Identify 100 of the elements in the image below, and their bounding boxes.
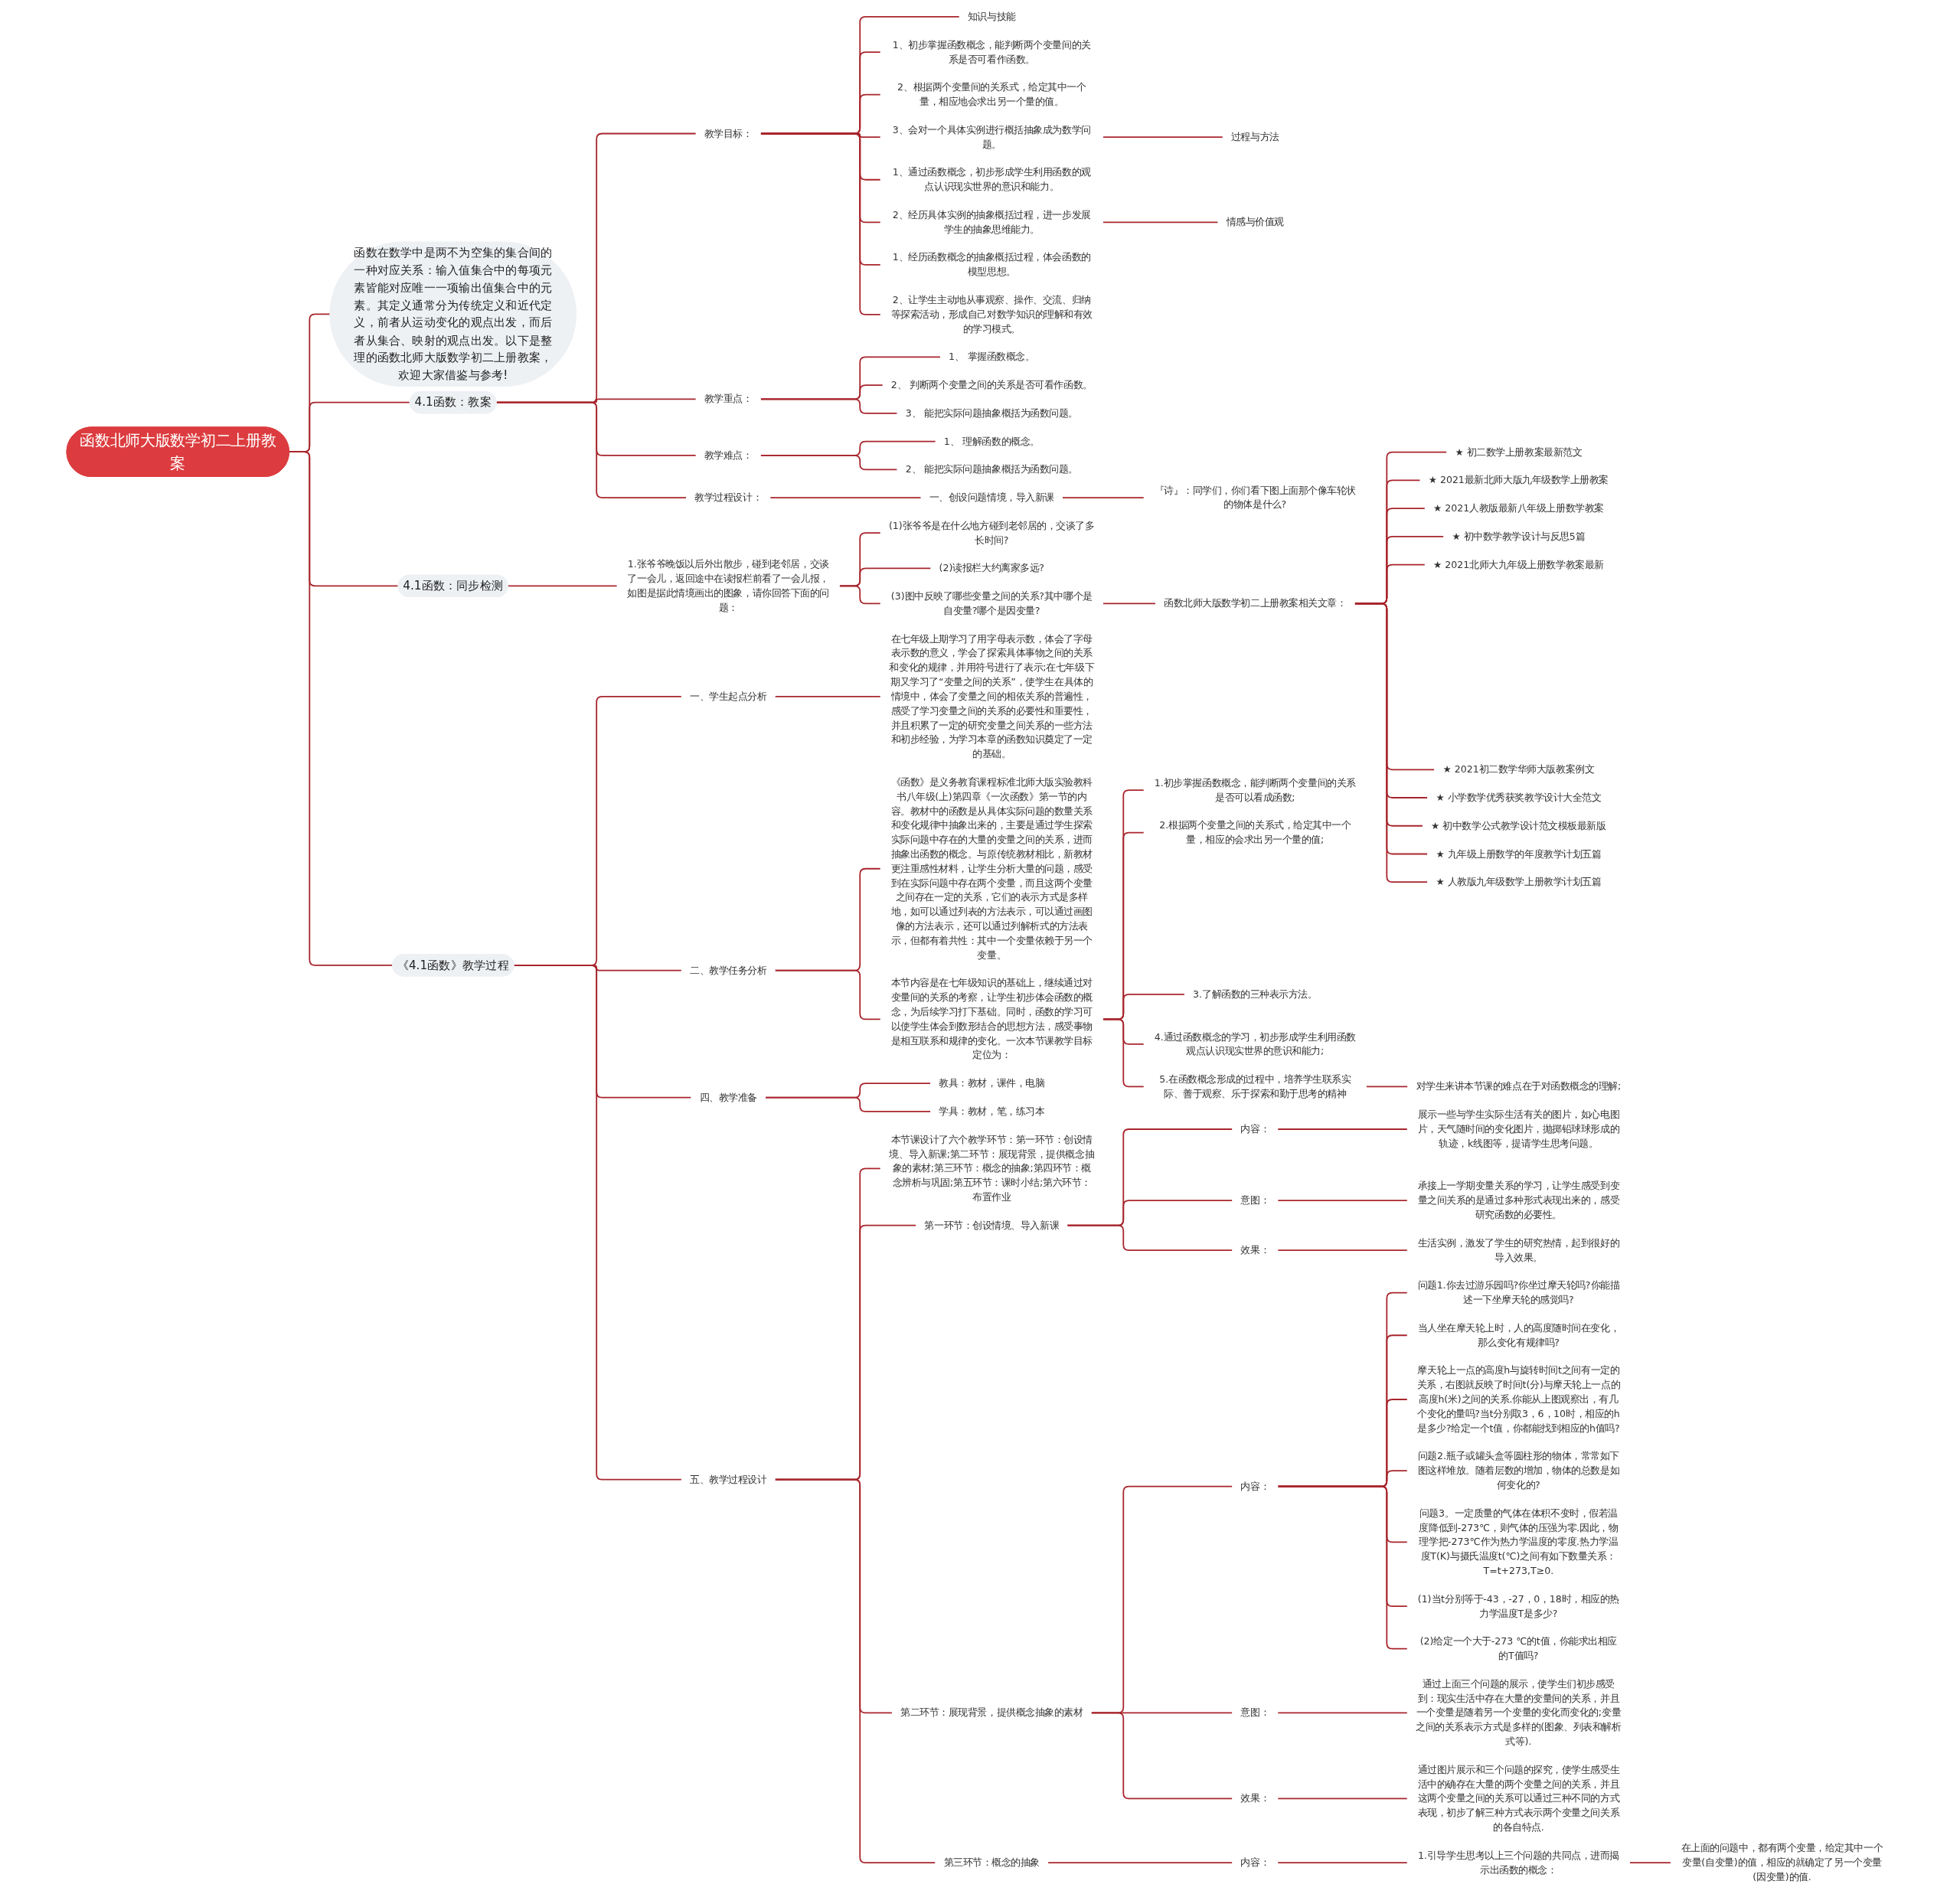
connector (774, 695, 882, 697)
connector (1102, 1018, 1145, 1088)
connector (1090, 1712, 1233, 1800)
connector (1628, 1862, 1672, 1864)
node-text: 3、会对一个具体实例进行概括抽象成为数学问题。 (892, 124, 1091, 150)
connector (764, 1096, 932, 1112)
connector (1102, 602, 1157, 605)
connector (760, 455, 898, 471)
node-text: ★ 初二数学上册教案最新范文 (1455, 446, 1583, 458)
node-text: 过程与方法 (1231, 131, 1279, 142)
node-text: 教学目标： (704, 127, 753, 139)
connector (1102, 136, 1224, 139)
connector (774, 1478, 936, 1864)
node-text: 效果： (1240, 1792, 1270, 1804)
node-text: 1.张爷爷晚饭以后外出散步，碰到老邻居，交谈了一会儿，返回途中在读报栏前看了一会儿报，如图是据此情境画出的图象，请你回答下面的问题： (627, 558, 830, 613)
connector (1102, 221, 1219, 224)
node-text: 教具：教材，课件，电脑 (939, 1077, 1045, 1089)
node-text: 1、通过函数概念，初步形成学生利用函数的观点认识现实世界的意识和能力。 (892, 166, 1091, 192)
node-text: 展示一些与学生实际生活有关的图片，如心电图片，天气随时间的变化图片，抛掷铅球球形成的轨迹，k线图等，提请学生思考问题。 (1417, 1109, 1620, 1149)
node-text: 5.在函数概念形成的过程中，培养学生联系实际、善于观察、乐于探索和勤于思考的精神 (1159, 1073, 1351, 1099)
node-text: 内容： (1240, 1123, 1270, 1135)
node-text: 意图： (1240, 1706, 1270, 1719)
connector (838, 585, 882, 605)
node-text: 3、 能把实际问题抽象概括为函数问题。 (905, 407, 1078, 419)
node-text: 4.通过函数概念的学习，初步形成学生利用函数观点认识现实世界的意识和能力; (1155, 1030, 1356, 1057)
node-text: 五、教学过程设计 (690, 1474, 767, 1485)
node-text: 对学生来讲本节课的难点在于对函数概念的理解; (1416, 1080, 1622, 1092)
node-text: 内容： (1240, 1856, 1270, 1868)
node-text: 1、经历函数概念的抽象概括过程，体会函数的模型思想。 (892, 251, 1091, 277)
connector (774, 969, 882, 1020)
node-text: 3.了解函数的三种表示方法。 (1193, 988, 1318, 1000)
connector (1277, 1249, 1409, 1252)
connector (1277, 1485, 1409, 1650)
node-text: ★ 初中数学教学设计与反思5篇 (1452, 531, 1586, 542)
node-text: (1)当t分别等于-43，-27，0，18时，相应的热力学温度T是多少? (1417, 1593, 1620, 1619)
node-text: 内容： (1240, 1481, 1270, 1492)
connector (513, 964, 683, 1481)
connector (1047, 1862, 1233, 1864)
node-text: 一、学生起点分析 (690, 691, 767, 702)
node-text: 问题3。一定质量的气体在体积不变时，假若温度降低到-273℃，则气体的压强为零.因此，物理学把-273℃作为热力学温度的零度.热力学温度T(K)与摄氏温度t(℃)之间有如下数量关系：T=t+273,T≥0. (1419, 1507, 1619, 1576)
node-text: 2、让学生主动地从事观察、操作、交流、归纳等探索活动，形成自己对数学知识的理解和有效的学习模式。 (890, 294, 1093, 335)
node-text: 本节课设计了六个教学环节：第一环节：创设情境、导入新课;第二环节：展现背景，提供概念抽象的素材;第三环节：概念的抽象;第四环节：概念辨析与巩固;第五环节：课时小结;第六环节：布置作业 (889, 1134, 1095, 1203)
connector (1277, 1128, 1409, 1130)
node-text: (2)读报栏大约离家多远? (939, 562, 1045, 574)
node-text: 本节内容是在七年级知识的基础上，继续通过对变量间的关系的考察，让学生初步体会函数的概念，为后续学习打下基础。同时，函数的学习可以使学生体会到数形结合的思想方法，感受事物是相互联系和规律的变化。一次本节课教学目标定位为： (890, 977, 1093, 1061)
node-text: 通过上面三个问题的展示，使学生们初步感受到：现实生活中存在大量的变量间的关系，并且一个变量是随着另一个变量的变化而变化的;变量之间的关系表示方式是多样的(图象、列表和解析式等). (1416, 1678, 1622, 1747)
node-text: 通过图片展示和三个问题的探究，使学生感受生活中的确存在大量的两个变量之间的关系，并且这两个变量之间的关系可以通过三种不同的方式表现，初步了解三种方式表示两个变量之间关系的各自特点. (1417, 1764, 1620, 1833)
node-text: 问题2.瓶子或罐头盒等圆柱形的物体，常常如下图这样堆放。随着层数的增加，物体的总数是如何变化的? (1417, 1450, 1620, 1491)
node-text: 1.初步掌握函数概念，能判断两个变量间的关系是否可以看成函数; (1155, 777, 1356, 803)
node-text: 情感与价值观 (1226, 216, 1285, 228)
node-text: ★ 2021人教版最新八年级上册数学教案 (1433, 502, 1604, 514)
node-text: 一、创设问题情境，导入新课 (929, 491, 1054, 503)
node-text: 《函数》是义务教育课程标准北师大版实验教科书八年级(上)第四章《一次函数》第一节的内容。教材中的函数是从具体实际问题的数量关系和变化规律中抽象出来的，主要是通过学生探索实际问题中存在的大量的变量之间的关系，进而抽象出函数的概念。与原传统教材相比，新教材更注重感性材料，让学生分析大量的问题，感受到在实际问题中存在两个变量，而且这两个变量之间存在一定的关系，它们的表示方式是多样地，如可以通过列表的方法表示，可以通过画图像的方法表示，还可以通过列解析式的方法表示，但都有着共性：其中一个变量依赖于另一个变量。 (890, 776, 1093, 961)
node-text: 教学重点： (704, 393, 753, 405)
node-text: 二、教学任务分析 (690, 965, 767, 976)
node-text: 2.根据两个变量之间的关系式，给定其中一个量，相应的会求出另一个量的值; (1159, 819, 1351, 845)
connector (760, 398, 898, 414)
node-text: ★ 2021北师大九年级上册数学教案最新 (1433, 558, 1604, 570)
node-text: ★ 小学数学优秀获奖教学设计大全范文 (1436, 792, 1602, 803)
connector (1277, 1200, 1409, 1202)
connector (495, 401, 688, 498)
node-text: 承接上一学期变量关系的学习，让学生感受到变量之间关系的是通过多种形式表现出来的，感受研究函数的必要性。 (1417, 1180, 1620, 1220)
node-text: 2、经历具体实例的抽象概括过程，进一步发展学生的抽象思维能力。 (892, 209, 1091, 235)
node-text: 第二环节：展现背景，提供概念抽象的素材 (900, 1706, 1083, 1719)
node-text: 在上面的问题中，都有两个变量，给定其中一个变量(自变量)的值，相应的就确定了另一个变量(因变量)的值. (1681, 1842, 1883, 1883)
node-text: 摩天轮上一点的高度h与旋转时间t之间有一定的关系，右图就反映了时间t(分)与摩天轮上一点的高度h(米)之间的关系.你能从上图观察出，有几个变化的量吗?当t分别取3，6，10时，相应的h是多少?给定一个t值，你都能找到相应的h值吗? (1416, 1364, 1621, 1434)
connector (1061, 497, 1145, 498)
node-text: 问题1.你去过游乐园吗?你坐过摩天轮吗?你能描述一下坐摩天轮的感觉吗? (1417, 1279, 1620, 1305)
node-text: ★ 2021初二数学华师大版教案例文 (1442, 763, 1595, 775)
connector (760, 132, 882, 315)
node-text: 效果： (1240, 1244, 1270, 1256)
node-text: 2、根据两个变量间的关系式，给定其中一个量，相应地会求出另一个量的值。 (897, 81, 1086, 107)
connector (769, 497, 922, 498)
node-text: (1)张爷爷是在什么地方碰到老邻居的，交谈了多长时间? (889, 520, 1095, 546)
connector (1277, 1862, 1409, 1864)
node-text: 1、 掌握函数概念。 (949, 351, 1035, 363)
node-text: 四、教学准备 (699, 1091, 757, 1103)
node-text: 『诗』：同学们，你们看下图上面那个像车轮状的物体是什么? (1154, 485, 1357, 511)
node-text: 函数北师大版数学初二上册教案相关文章： (1164, 597, 1347, 609)
node-text: 1.引导学生思考以上三个问题的共同点，进而揭示出函数的概念： (1418, 1850, 1619, 1876)
connector (1277, 1798, 1409, 1800)
node-text: 2、 判断两个变量之间的关系是否可看作函数。 (890, 379, 1093, 390)
node-text: 教学难点： (704, 449, 753, 461)
node-text: 2、 能把实际问题抽象概括为函数问题。 (905, 463, 1078, 475)
node-text: 在七年级上期学习了用字母表示数，体会了字母表示数的意义，学会了探索具体事物之间的关系和变化的规律，并用符号进行了表示;在七年级下期又学习了“变量之间的关系”，使学生在具体的情境中，体会了变量之间的相依关系的普遍性，感受了学习变量之间的关系的必要性和重要性，并且积累了一定的研究变量之间关系的一些方法和初步经验，为学习本章的函数知识奠定了一定的基础。 (889, 632, 1095, 759)
node-text: ★ 初中数学公式教学设计范文模板最新版 (1431, 820, 1606, 831)
node-text: 1、初步掌握函数概念，能判断两个变量间的关系是否可看作函数。 (892, 39, 1091, 65)
node-text: 当人坐在摩天轮上时，人的高度随时间在变化，那么变化有规律吗? (1417, 1322, 1620, 1348)
connector (1365, 1086, 1409, 1088)
node-text: (3)图中反映了哪些变量之间的关系?其中哪个是自变量?哪个是因变量? (891, 590, 1093, 616)
node-text: 学具：教材，笔，练习本 (939, 1105, 1045, 1117)
node-text: ★ 2021最新北师大版九年级数学上册教案 (1428, 474, 1609, 486)
connector (1067, 1224, 1233, 1252)
connector (507, 585, 619, 587)
node-text: 第三环节：概念的抽象 (943, 1856, 1040, 1868)
node-text: 1、 理解函数的概念。 (943, 435, 1040, 447)
node-text: (2)给定一个大于-273 ℃的t值，你能求出相应的T值吗? (1419, 1635, 1618, 1661)
node-text: 知识与技能 (968, 11, 1016, 22)
node-text: ★ 九年级上册数学的年度教学计划五篇 (1436, 847, 1602, 860)
node-text: 意图： (1240, 1194, 1270, 1206)
